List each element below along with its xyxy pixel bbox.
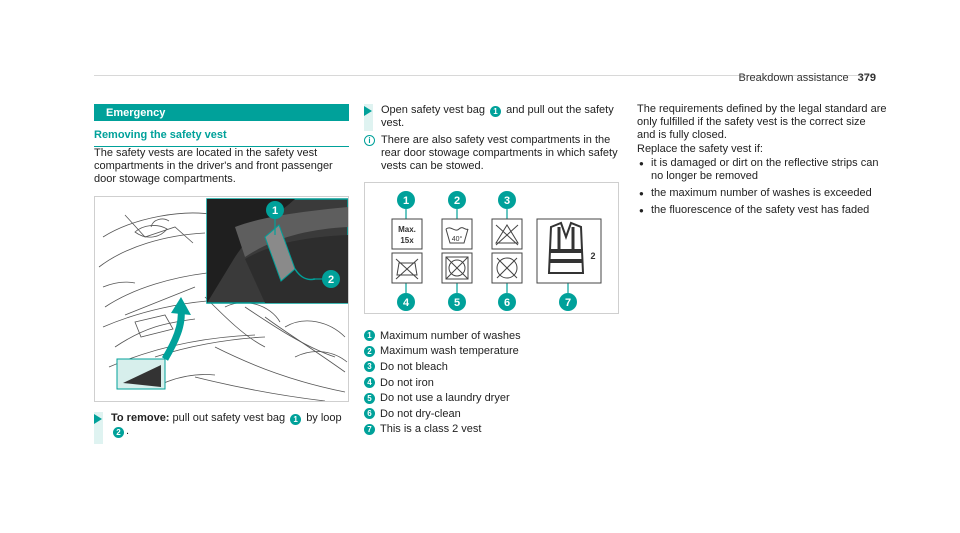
- legend-badge: 5: [364, 392, 375, 404]
- page-header: Breakdown assistance 379: [739, 71, 876, 85]
- legend-text: Maximum number of washes: [380, 329, 521, 342]
- legend-badge: 6: [364, 408, 375, 420]
- section-band: Emergency: [94, 104, 349, 121]
- legend-item: 7 This is a class 2 vest: [364, 422, 619, 438]
- step-bar: [364, 104, 373, 131]
- svg-text:4: 4: [403, 297, 410, 309]
- list-item: the maximum number of washes is exceeded: [637, 187, 887, 200]
- legend-item: 3 Do not bleach: [364, 359, 619, 375]
- legend-badge: 4: [364, 377, 375, 389]
- legend-text: Do not bleach: [380, 360, 448, 373]
- callout-1: 1: [397, 191, 415, 209]
- step-open: Open safety vest bag 1 and pull out the …: [364, 104, 619, 131]
- callout-1: 1: [266, 201, 284, 219]
- step-remove-label: To remove:: [111, 412, 170, 424]
- svg-text:5: 5: [454, 297, 460, 309]
- symbol-max-washes: Max. 15x: [391, 218, 423, 250]
- symbol-class-2-vest: 2: [536, 218, 602, 284]
- legend-badge: 3: [364, 361, 375, 373]
- step-remove-text-a: pull out safety vest bag: [172, 412, 286, 424]
- list-item: it is damaged or dirt on the reflective …: [637, 157, 887, 183]
- inset-door-trim: [235, 207, 348, 257]
- callout-3: 3: [498, 191, 516, 209]
- svg-text:40°: 40°: [452, 235, 463, 243]
- callout-5: 5: [448, 293, 466, 311]
- callout-4: 4: [397, 293, 415, 311]
- requirements-column: The requirements defined by the legal st…: [637, 103, 887, 221]
- svg-text:2: 2: [454, 195, 460, 207]
- legend-item: 4 Do not iron: [364, 375, 619, 391]
- svg-text:6: 6: [504, 297, 510, 309]
- step-remove-text: To remove: pull out safety vest bag 1 by…: [111, 412, 344, 444]
- inset-dark-panel: [207, 199, 295, 303]
- legend-item: 2 Maximum wash temperature: [364, 344, 619, 360]
- legend-text: Do not use a laundry dryer: [380, 392, 510, 405]
- svg-text:2: 2: [328, 274, 334, 286]
- step-remove: To remove: pull out safety vest bag 1 by…: [94, 412, 344, 444]
- legend-text: Maximum wash temperature: [380, 345, 519, 358]
- symbol-legend: 1 Maximum number of washes 2 Maximum wash …: [364, 328, 619, 437]
- callout-7: 7: [559, 293, 577, 311]
- step-open-text-b: and pull out the safety vest.: [381, 104, 614, 129]
- care-symbols-figure: Max. 15x 40° 2: [364, 182, 619, 314]
- info-icon: i: [364, 135, 375, 146]
- ref-badge: 1: [290, 414, 302, 425]
- door-illustration-svg: 1 2: [98, 198, 348, 401]
- step-bar: [94, 412, 103, 444]
- legend-text: This is a class 2 vest: [380, 423, 482, 436]
- info-text: There are also safety vest compartments …: [381, 134, 618, 172]
- legend-badge: 2: [364, 345, 375, 357]
- legend-item: 1 Maximum number of washes: [364, 328, 619, 344]
- symbol-no-dry-clean: [491, 252, 523, 284]
- callout-2: 2: [448, 191, 466, 209]
- header-rule: [94, 75, 876, 76]
- step-remove-text-b: by loop: [306, 412, 342, 424]
- step-arrow-icon: [94, 414, 102, 424]
- page-number: 379: [857, 72, 876, 84]
- svg-text:3: 3: [504, 195, 510, 207]
- step-open-text: Open safety vest bag 1 and pull out the …: [381, 104, 619, 131]
- ref-badge: 1: [490, 106, 502, 117]
- svg-text:1: 1: [272, 205, 278, 217]
- legend-item: 6 Do not dry-clean: [364, 406, 619, 422]
- svg-text:7: 7: [565, 297, 571, 309]
- section-name: Breakdown assistance: [738, 72, 849, 84]
- symbol-no-iron: [391, 252, 423, 284]
- callout-2: 2: [322, 270, 340, 288]
- replace-intro: Replace the safety vest if:: [637, 143, 763, 155]
- legend-badge: 7: [364, 423, 375, 435]
- legend-badge: 1: [364, 330, 375, 342]
- svg-text:15x: 15x: [400, 236, 414, 245]
- svg-text:2: 2: [590, 251, 595, 261]
- svg-text:Max.: Max.: [398, 225, 416, 234]
- step-open-text-a: Open safety vest bag: [381, 104, 485, 116]
- legend-text: Do not iron: [380, 376, 434, 389]
- symbol-no-tumble-dry: [441, 252, 473, 284]
- list-item: the fluorescence of the safety vest has …: [637, 204, 887, 217]
- door-compartment-illustration: 1 2: [94, 196, 349, 402]
- callout-6: 6: [498, 293, 516, 311]
- requirements-text: The requirements defined by the legal st…: [637, 103, 887, 141]
- intro-text: The safety vests are located in the safe…: [94, 147, 333, 185]
- symbol-no-bleach: [491, 218, 523, 250]
- svg-text:1: 1: [403, 195, 409, 207]
- step-arrow-icon: [364, 106, 372, 116]
- info-note: i There are also safety vest compartment…: [364, 134, 619, 173]
- symbol-wash-temperature: 40°: [441, 218, 473, 250]
- pull-arrow-body: [161, 308, 185, 361]
- legend-text: Do not dry-clean: [380, 407, 461, 420]
- step-remove-text-c: .: [126, 425, 130, 437]
- pull-arrow-head: [171, 297, 191, 315]
- subheading: Removing the safety vest: [94, 128, 349, 147]
- legend-item: 5 Do not use a laundry dryer: [364, 390, 619, 406]
- ref-badge: 2: [113, 427, 124, 438]
- care-symbols-svg: Max. 15x 40° 2: [391, 191, 602, 311]
- vest-bag-shape: [123, 365, 161, 387]
- replace-conditions-list: it is damaged or dirt on the reflective …: [637, 157, 887, 217]
